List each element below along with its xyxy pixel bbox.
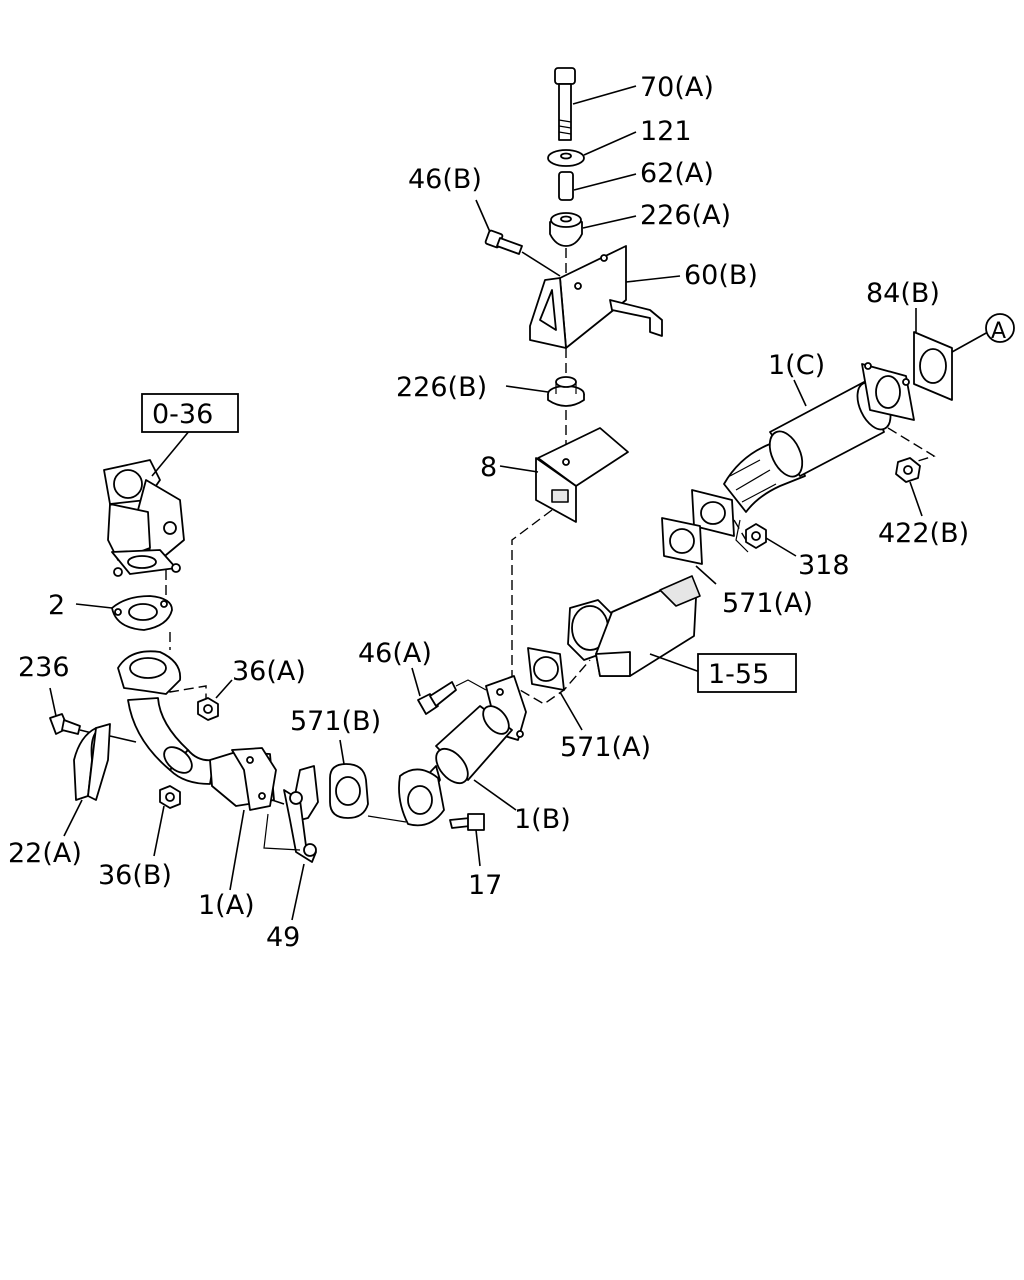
manifold-0-36	[103, 459, 185, 577]
label-46b: 46(B)	[408, 164, 482, 195]
nut-36b	[159, 785, 181, 809]
hanger-49	[283, 765, 319, 863]
heat-shield-pipe-1-55	[567, 575, 701, 677]
bracket-22a	[73, 723, 111, 801]
label-22a: 22(A)	[8, 838, 82, 869]
label-62a: 62(A)	[640, 158, 714, 189]
label-226b: 226(B)	[396, 372, 487, 403]
label-a: A	[991, 319, 1006, 344]
washer-121	[547, 149, 585, 167]
label-36a: 36(A)	[232, 656, 306, 687]
label-0-36: 0-36	[152, 399, 213, 430]
label-1-55: 1-55	[708, 659, 769, 690]
label-2: 2	[48, 590, 65, 621]
label-236: 236	[18, 652, 70, 683]
gasket-2	[111, 595, 173, 631]
label-84b: 84(B)	[866, 278, 940, 309]
reference-box-1-55: 1-55	[697, 653, 797, 693]
bolt-70a	[554, 67, 576, 141]
label-60b: 60(B)	[684, 260, 758, 291]
label-36b: 36(B)	[98, 860, 172, 891]
reference-a-marker	[985, 313, 1015, 343]
stud-236	[49, 713, 81, 735]
pipe-1b	[398, 675, 527, 827]
gasket-571a-lower	[527, 647, 565, 691]
rubber-mount-226b	[547, 376, 585, 407]
label-571a-1: 571(A)	[722, 588, 813, 619]
nut-36a	[197, 697, 219, 721]
label-49: 49	[266, 922, 300, 953]
gasket-571a-middle	[661, 517, 703, 565]
label-1a: 1(A)	[198, 890, 255, 921]
gasket-571a-upper	[691, 489, 735, 537]
gasket-571b	[329, 763, 369, 819]
label-46a: 46(A)	[358, 638, 432, 669]
nut-422b	[895, 457, 921, 483]
label-318: 318	[798, 550, 850, 581]
label-8: 8	[480, 452, 497, 483]
label-70a: 70(A)	[640, 72, 714, 103]
label-121: 121	[640, 116, 692, 147]
bolt-46a	[417, 681, 457, 715]
bracket-60b	[529, 245, 663, 349]
label-17: 17	[468, 870, 502, 901]
label-1c: 1(C)	[768, 350, 825, 381]
bolt-17	[449, 813, 485, 831]
label-571a-2: 571(A)	[560, 732, 651, 763]
label-1b: 1(B)	[514, 804, 571, 835]
collar-62a	[558, 171, 574, 201]
bracket-8	[535, 427, 629, 523]
label-571b: 571(B)	[290, 706, 381, 737]
label-226a: 226(A)	[640, 200, 731, 231]
label-422b: 422(B)	[878, 518, 969, 549]
bolt-46b	[484, 229, 523, 255]
nut-318	[745, 523, 767, 549]
pipe-1a	[117, 650, 277, 811]
gasket-84b	[913, 331, 953, 401]
reference-box-0-36: 0-36	[141, 393, 239, 433]
rubber-mount-226a	[549, 212, 583, 247]
pipe-1c	[723, 362, 915, 513]
